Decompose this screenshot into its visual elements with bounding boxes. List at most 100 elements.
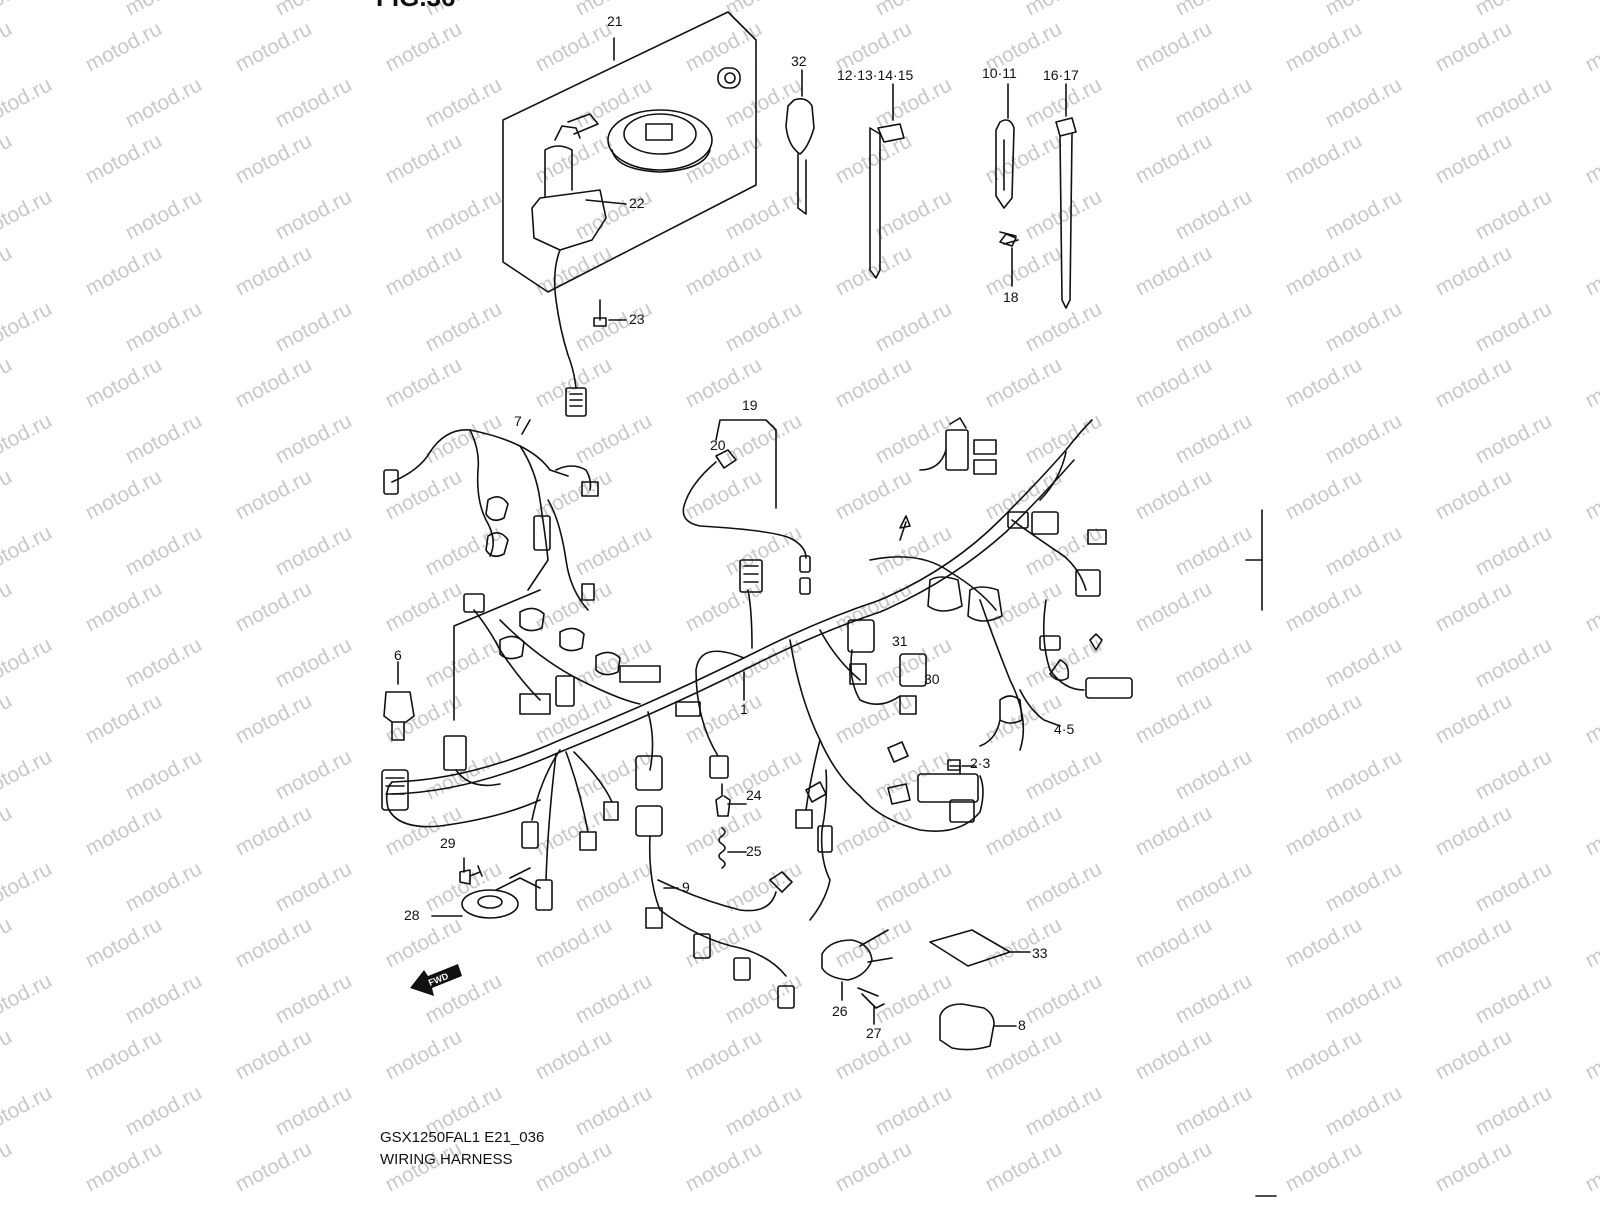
watermark-text: motod.ru [1432,689,1516,748]
watermark-text: motod.ru [0,1193,56,1200]
branch [1042,599,1085,691]
callout-labels: 21 22 23 32 12·13·14·15 10·11 16·17 18 7… [394,13,1079,1041]
connector [769,871,793,893]
watermark-text: motod.ru [422,73,506,132]
watermark-text: motod.ru [422,185,506,244]
watermark-text: motod.ru [1172,521,1256,580]
line-art [381,11,1277,1197]
watermark-text: motod.ru [0,969,56,1028]
watermark-text: motod.ru [272,745,356,804]
cap-body [383,691,415,723]
connector [645,907,663,929]
connector [693,933,711,959]
branch [809,769,831,921]
watermark-text: motod.ru [532,129,616,188]
watermark-text: motod.ru [0,353,16,412]
watermark-text: motod.ru [682,241,766,300]
connector [383,469,399,495]
watermark-text: motod.ru [682,17,766,76]
watermark-text: motod.ru [82,353,166,412]
watermark-text: motod.ru [1432,1025,1516,1084]
callout-18: 18 [1003,289,1019,305]
kit-box-outline [502,11,757,293]
relay-31 [847,619,875,653]
watermark-text: motod.ru [1132,913,1216,972]
watermark-text: motod.ru [0,577,16,636]
watermark-text: motod.ru [1172,633,1256,692]
watermark-text: motod.ru [982,241,1066,300]
callout-20: 20 [710,437,726,453]
callout-26: 26 [832,1003,848,1019]
watermark-text: motod.ru [1472,633,1556,692]
connector [927,576,963,612]
watermark-text: motod.ru [122,185,206,244]
watermark-text: motod.ru [982,353,1066,412]
connector [485,532,509,558]
watermark-text: motod.ru [1432,1137,1516,1196]
watermark-text: motod.ru [0,633,56,692]
watermark-text: motod.ru [0,185,56,244]
branch [819,629,861,681]
bolt-27 [857,987,885,1009]
watermark-text: motod.ru [82,129,166,188]
watermark-text: motod.ru [82,241,166,300]
sub-harness-9 [635,805,795,1009]
watermark-text: motod.ru [272,73,356,132]
watermark-text: motod.ru [1432,353,1516,412]
callout-28: 28 [404,907,420,923]
watermark-text: motod.ru [1432,913,1516,972]
connector [1089,633,1103,651]
watermark-text: motod.ru [1022,969,1106,1028]
watermark-text: motod.ru [82,801,166,860]
connector [581,583,595,601]
leader [585,199,627,205]
harness-7-right [555,465,592,491]
watermark-text: motod.ru [1472,1081,1556,1140]
watermark-text: motod.ru [122,969,206,1028]
connector [799,555,811,573]
connector [635,805,663,837]
watermark-text: motod.ru [122,409,206,468]
watermark-text: motod.ru [422,521,506,580]
leader [453,589,541,721]
watermark-text: motod.ru [872,0,956,20]
watermark-text: motod.ru [1132,1137,1216,1196]
watermark-text: motod.ru [232,353,316,412]
watermark-text: motod.ru [1132,1025,1216,1084]
horn-bracket [495,867,541,891]
watermark-text: motod.ru [532,17,616,76]
watermark-text: motod.ru [422,633,506,692]
watermark-text: motod.ru [232,913,316,972]
watermark-text: motod.ru [872,1081,956,1140]
watermark-text: motod.ru [682,1137,766,1196]
harness-7-mid [469,429,494,557]
switch-26 [821,929,893,1025]
watermark-text: motod.ru [532,801,616,860]
watermark-text: motod.ru [122,0,206,20]
watermark-text: motod.ru [1582,801,1600,860]
watermark-text: motod.ru [722,521,806,580]
fuel-cap-plate [645,123,673,141]
watermark-text: motod.ru [422,1193,506,1200]
watermark-text: motod.ru [1472,745,1556,804]
watermark-text: motod.ru [722,745,806,804]
connector [799,577,811,595]
watermark-text: motod.ru [982,801,1066,860]
connector [581,481,599,497]
callout-2-3: 2·3 [970,755,990,771]
watermark-text: motod.ru [1172,409,1256,468]
branch [805,739,821,811]
watermark-text: motod.ru [1022,1081,1106,1140]
watermark-text: motod.ru [872,969,956,1028]
connector [967,586,1003,622]
connector [733,957,751,981]
watermark-text: motod.ru [1472,73,1556,132]
connector [777,985,795,1009]
harness-9 [648,835,787,977]
watermark-text: motod.ru [272,0,356,20]
seat-lock-keyhole [724,72,736,84]
watermark-text: motod.ru [682,577,766,636]
watermark-text: motod.ru [572,857,656,916]
watermark-text: motod.ru [1582,1137,1600,1196]
